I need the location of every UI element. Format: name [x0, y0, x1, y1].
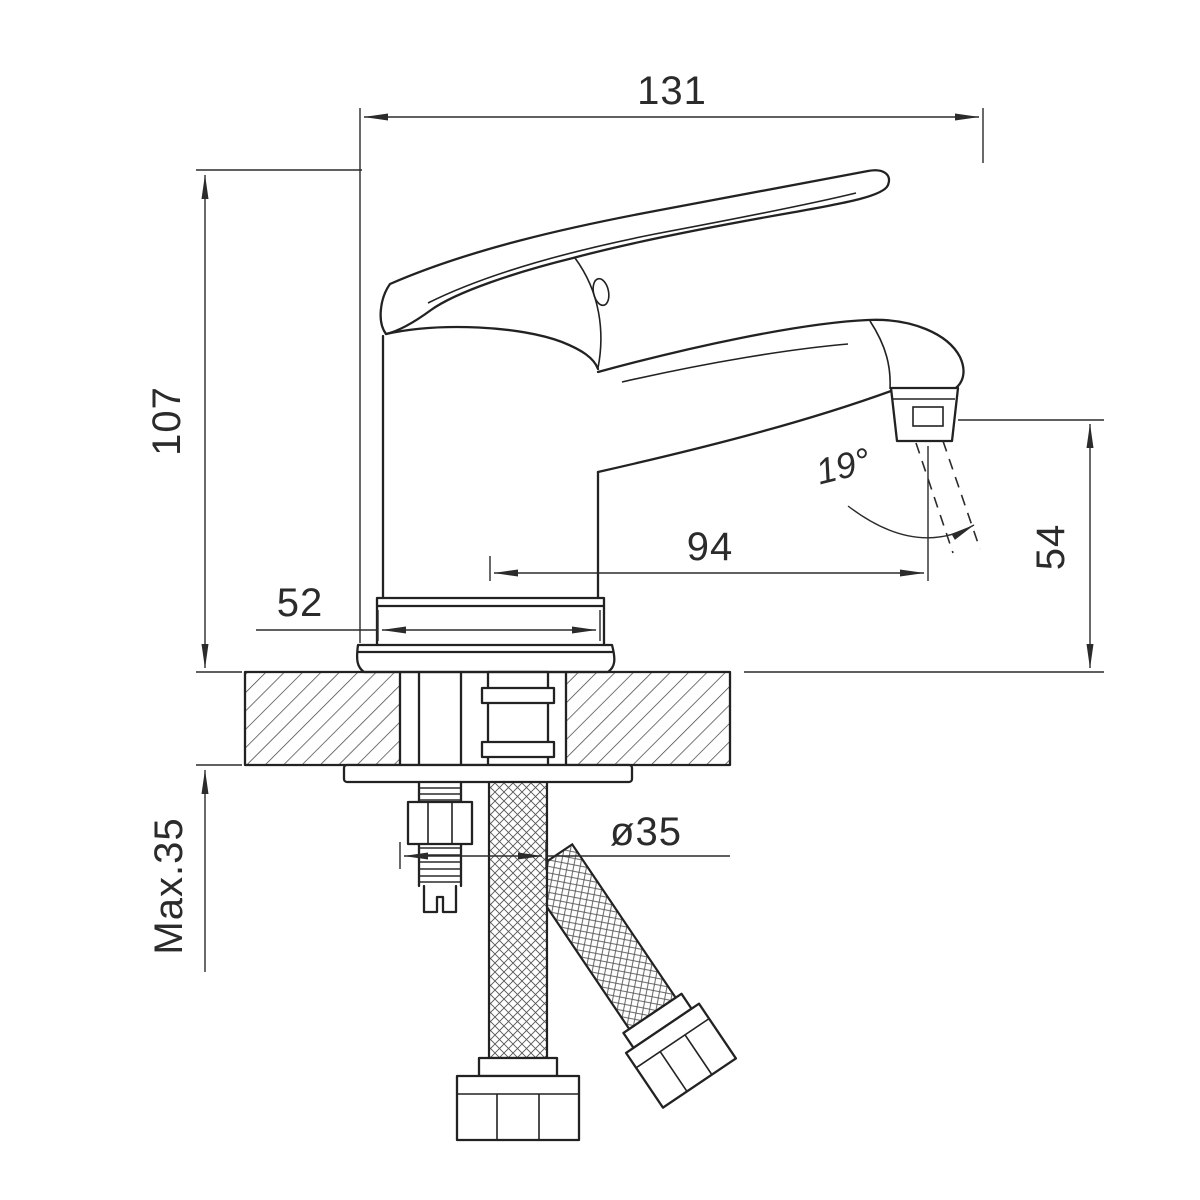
water-stream-dash-right	[942, 440, 981, 550]
spout-inner-line	[621, 343, 849, 383]
cartridge-cap	[384, 325, 600, 371]
supply-hose-angled	[524, 842, 738, 1109]
hose-nut-vertical-facets	[457, 1093, 579, 1140]
spout-top-edge	[596, 318, 965, 392]
faucet-body	[355, 334, 616, 674]
ext-lines-base-width	[256, 610, 601, 641]
faucet	[355, 169, 965, 674]
hose-collar-vertical	[477, 1056, 559, 1078]
dimension-spout-reach: 94	[489, 446, 929, 581]
counter-cross-section	[243, 670, 732, 767]
hose-ring-upper	[480, 686, 556, 705]
hose-ring-lower	[480, 740, 556, 759]
mounting-hardware	[342, 670, 738, 1142]
base-flange	[355, 643, 616, 674]
dimension-base-width: 52	[256, 581, 601, 641]
counter-hatch-right	[567, 673, 729, 764]
washer-plate	[342, 763, 634, 784]
hose-braid-vertical	[487, 778, 549, 1060]
ext-lines-hole-diameter	[399, 842, 730, 869]
water-stream-dash-left	[915, 442, 954, 554]
ext-lines-outlet-height	[744, 419, 1104, 673]
mounting-stud-shank	[417, 670, 463, 767]
handle-rear-edge	[574, 257, 602, 369]
ext-lines-overall-width	[359, 108, 984, 643]
stud-fork	[422, 884, 458, 914]
mounting-nut-facets	[427, 802, 453, 844]
angle-arc	[847, 505, 975, 540]
spout-tip-seam	[869, 320, 891, 390]
handle-outline	[379, 169, 891, 336]
ext-lines-spout-reach	[489, 446, 929, 581]
ext-lines-overall-height	[196, 169, 362, 673]
aerator-insert	[912, 406, 944, 427]
hose-nut-angled	[624, 1002, 738, 1109]
hose-nut-angled-facets	[635, 1017, 713, 1092]
dim-label-spout-reach: 94	[687, 525, 734, 569]
handle-screw-cover	[592, 277, 610, 307]
dim-label-hole-diameter: ø35	[610, 810, 682, 854]
mounting-nut	[406, 800, 474, 846]
dim-label-overall-height: 107	[145, 386, 189, 456]
spout-bottom-edge	[596, 389, 893, 474]
dim-label-spout-angle: 19°	[812, 439, 875, 492]
hose-nut-vertical	[455, 1074, 581, 1142]
dimension-hole-diameter: ø35	[399, 810, 730, 869]
dimension-overall-width: 131	[359, 69, 984, 643]
body-base-block	[375, 596, 606, 647]
dimension-max-thickness: Max.35	[147, 764, 242, 972]
faucet-spout	[596, 318, 965, 474]
mounting-stud-lower	[406, 780, 474, 914]
supply-hose-vertical	[455, 670, 581, 1142]
hose-braid-angled	[524, 842, 678, 1031]
dim-label-max-thickness: Max.35	[147, 817, 191, 954]
spout-angle-annotation: 19°	[812, 439, 981, 554]
counter-hatch-left	[246, 673, 399, 764]
aerator	[889, 386, 960, 443]
faucet-handle	[379, 169, 891, 369]
handle-contour-line	[427, 192, 857, 304]
dim-label-outlet-height: 54	[1029, 524, 1073, 571]
dimension-outlet-height: 54	[744, 419, 1104, 673]
dim-label-overall-width: 131	[637, 69, 707, 113]
dimension-overall-height: 107	[145, 169, 362, 673]
dim-label-base-width: 52	[277, 581, 324, 625]
